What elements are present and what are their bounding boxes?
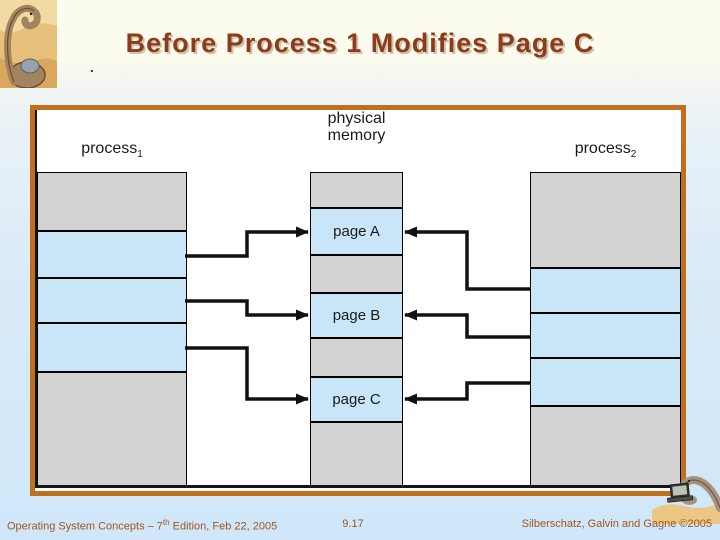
process1-block-shared-1 bbox=[37, 231, 187, 278]
process2-column bbox=[530, 172, 681, 487]
arrow-p2-to-page-c bbox=[404, 381, 531, 405]
memory-block-bottom bbox=[310, 422, 403, 487]
physical-memory-label-line1: physical bbox=[327, 110, 386, 127]
process1-label-sub: 1 bbox=[137, 149, 143, 161]
arrow-p1-to-page-b bbox=[185, 299, 309, 321]
footer-authors: Silberschatz, Galvin and Gagne ©2005 bbox=[521, 518, 712, 530]
process1-block-shared-2 bbox=[37, 278, 187, 323]
process1-block-unshared-bottom bbox=[37, 372, 187, 487]
memory-block-page-a: page A bbox=[310, 208, 403, 255]
page-b-label: page B bbox=[332, 307, 381, 324]
slide-number: 9.17 bbox=[342, 518, 364, 530]
memory-block-gap-1 bbox=[310, 255, 403, 293]
physical-memory-label: physical memory bbox=[310, 110, 403, 144]
arrow-p2-to-page-a bbox=[404, 226, 531, 291]
memory-block-gap-2 bbox=[310, 338, 403, 377]
stray-mark: . bbox=[90, 60, 94, 75]
process1-column bbox=[37, 172, 187, 487]
memory-block-top bbox=[310, 172, 403, 208]
process1-block-shared-3 bbox=[37, 323, 187, 372]
footer-book-title-sup: th bbox=[162, 518, 170, 527]
slide-title: Before Process 1 Modifies Page C bbox=[125, 28, 595, 58]
arrow-p1-to-page-c bbox=[185, 346, 309, 405]
physical-memory-column: page A page B page C bbox=[310, 172, 403, 487]
process1-label: process1 bbox=[37, 140, 187, 160]
footer-book-title-suffix: Edition, Feb 22, 2005 bbox=[169, 520, 278, 533]
figure-bottom-edge bbox=[35, 485, 681, 488]
shared-pages-figure: process1 physical memory process2 bbox=[35, 110, 681, 491]
process1-label-text: process bbox=[81, 140, 138, 157]
dinosaur-logo-icon bbox=[0, 0, 57, 88]
page-c-label: page C bbox=[332, 391, 381, 408]
process2-block-unshared-top bbox=[530, 172, 681, 268]
arrow-p1-to-page-a bbox=[185, 226, 309, 258]
process1-block-unshared-top bbox=[37, 172, 187, 231]
process2-block-unshared-bottom bbox=[530, 406, 681, 487]
process2-block-shared-2 bbox=[530, 313, 681, 358]
diagram-panel: process1 physical memory process2 bbox=[30, 105, 686, 496]
page-a-label: page A bbox=[333, 223, 380, 240]
process2-block-shared-1 bbox=[530, 268, 681, 313]
footer-book-title-prefix: Operating System Concepts – 7 bbox=[7, 520, 163, 533]
figure-left-edge bbox=[35, 110, 37, 488]
arrow-p2-to-page-b bbox=[404, 309, 531, 339]
process2-label-text: process bbox=[574, 140, 631, 157]
dinosaur-laptop-icon bbox=[652, 476, 720, 524]
memory-block-page-c: page C bbox=[310, 377, 403, 422]
footer-book-title: Operating System Concepts – 7th Edition,… bbox=[7, 518, 277, 533]
process2-label: process2 bbox=[530, 140, 681, 160]
process2-label-sub: 2 bbox=[630, 149, 637, 161]
memory-block-page-b: page B bbox=[310, 293, 403, 338]
physical-memory-label-line2: memory bbox=[327, 127, 386, 144]
process2-block-shared-3 bbox=[530, 358, 681, 406]
